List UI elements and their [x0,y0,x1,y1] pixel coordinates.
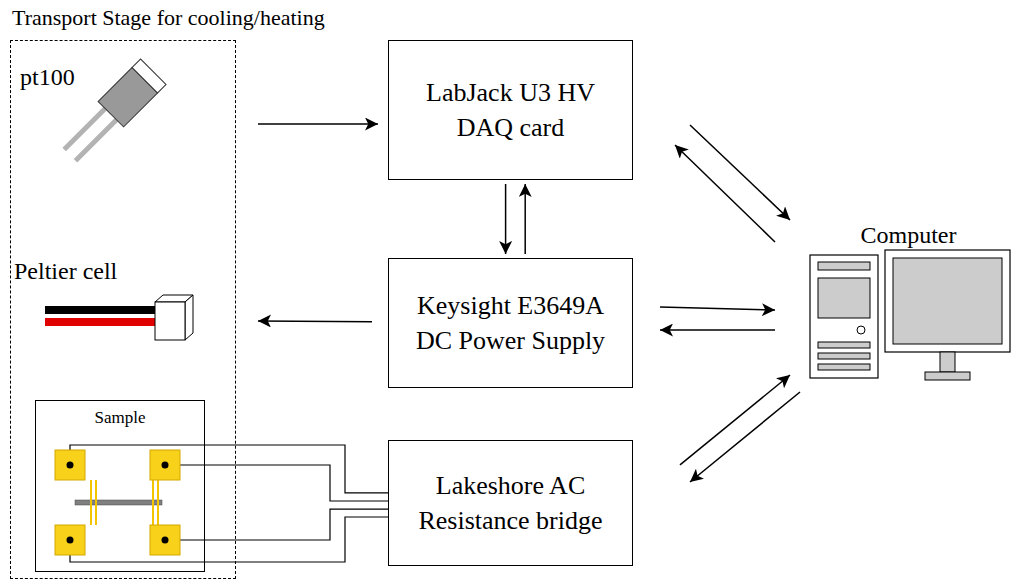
red-wire [45,318,157,326]
sensor-tab [132,59,166,93]
computer-icon: Computer [805,215,1012,385]
signal-arrow [690,392,800,482]
monitor-base [925,372,970,380]
signal-arrow [680,375,790,465]
sample-wire [70,445,388,493]
node-label: Computer [805,219,1012,251]
drive-bay [818,278,870,318]
drive-slot [818,342,870,348]
sample-bar [75,500,162,505]
peltier-front [155,302,185,340]
contact-link [95,480,97,525]
signal-arrow [524,184,526,254]
sample-wire [70,517,388,562]
sensor-lead [76,120,117,161]
monitor-screen [893,258,1002,344]
instrument-box: LabJack U3 HV DAQ card [388,40,633,180]
sample-wire [165,465,388,501]
monitor-frame [885,250,1010,352]
black-wire [45,306,157,314]
signal-arrow [660,329,775,331]
power-button [857,326,865,334]
contact-link [157,480,159,525]
contact-pad [55,525,85,555]
bond-dot [162,537,169,544]
instrument-box: Lakeshore AC Resistance bridge [388,440,633,566]
signal-arrow [258,320,372,322]
group-title: Transport Stage for cooling/heating [12,3,325,33]
signal-arrow [660,307,775,310]
bond-dot [162,462,169,469]
contact-pad [55,450,85,480]
node-label: Sample [36,407,204,430]
drive-slot [818,262,870,270]
signal-arrow [675,145,775,242]
sensor-icon: pt100 [15,55,230,170]
contact-link [152,480,154,525]
monitor-stand [940,352,955,372]
contact-link [90,480,92,525]
sample-wire [165,509,388,540]
signal-arrow [505,184,507,254]
drive-slot [818,353,870,359]
computer-tower [810,255,878,378]
signal-arrow [690,125,790,220]
sensor-lead [64,108,105,149]
stage-group: Transport Stage for cooling/heatingpt100… [0,0,240,583]
contact-pad [150,525,180,555]
box-label: Lakeshore AC Resistance bridge [408,468,613,538]
drive-slot [818,364,870,370]
peltier-icon: Peltier cell [14,253,230,350]
node-label: Peltier cell [14,255,117,287]
instrument-box: Keysight E3649A DC Power Supply [388,258,633,388]
signal-arrow [258,123,378,125]
contact-pad [150,450,180,480]
box-label: Keysight E3649A DC Power Supply [408,288,613,358]
dashed-outline [10,40,236,579]
box-label: LabJack U3 HV DAQ card [408,75,613,145]
bond-dot [67,537,74,544]
peltier-side [185,295,193,340]
sample-box: Sample [35,400,205,572]
node-label: pt100 [20,61,75,93]
bond-dot [67,462,74,469]
